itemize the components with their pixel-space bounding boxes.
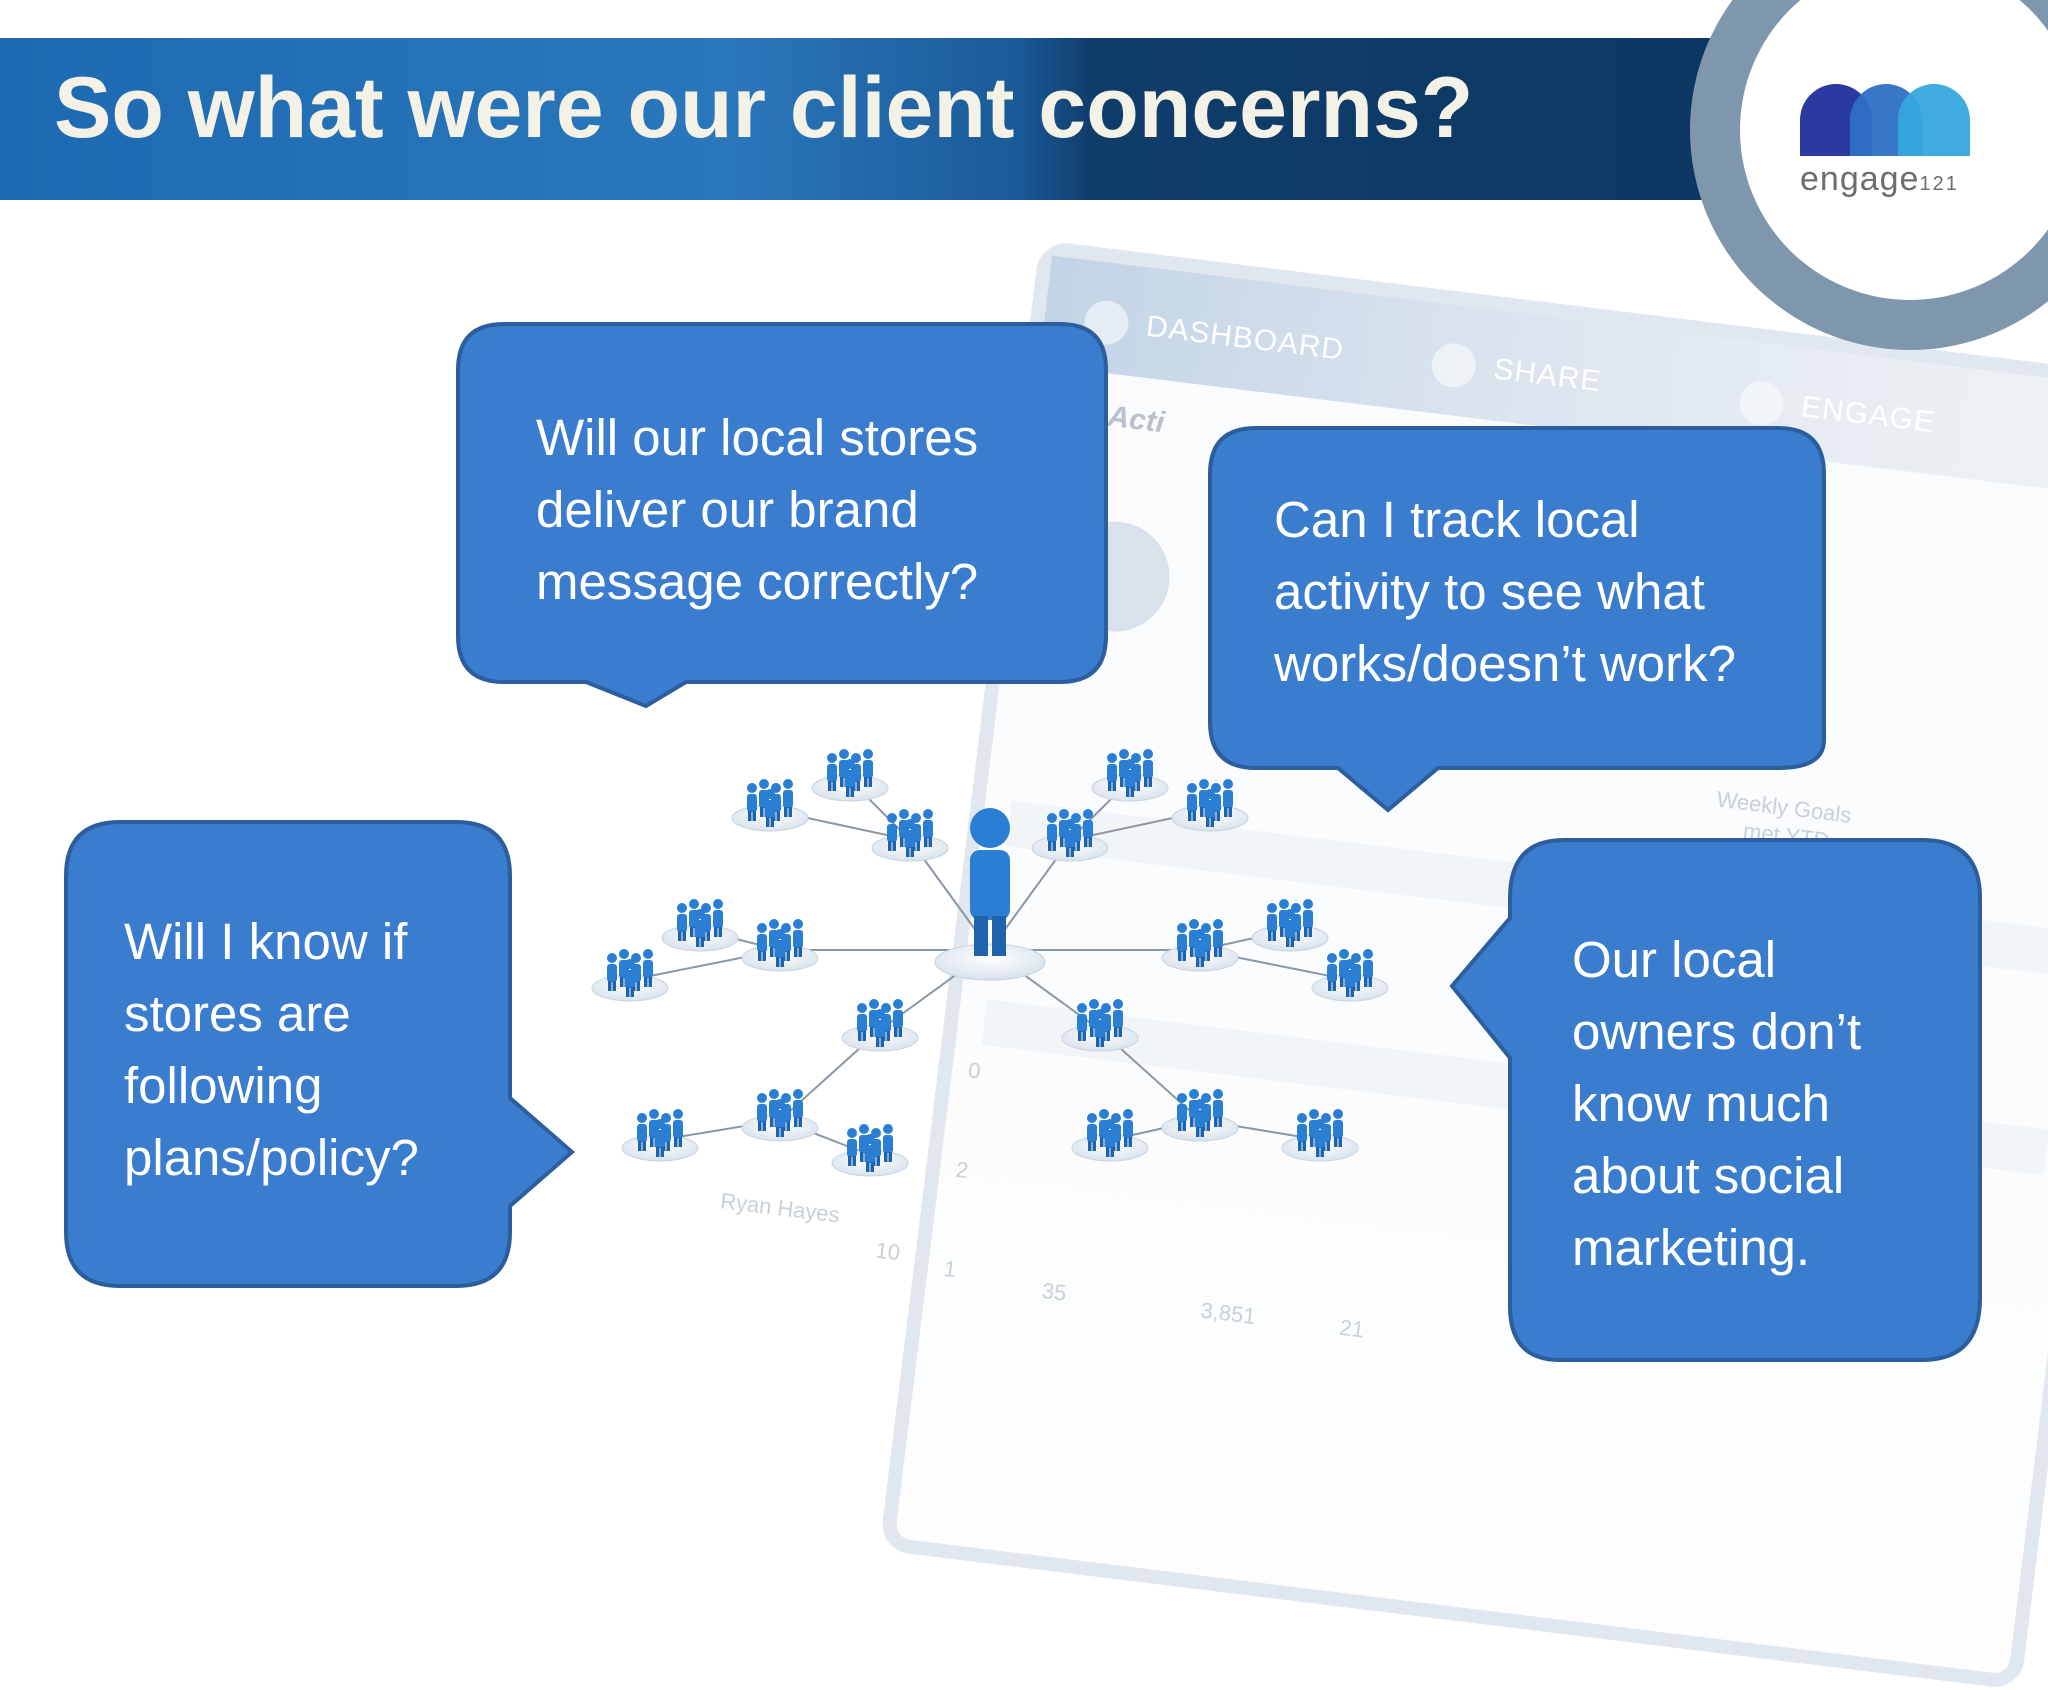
slide-title: So what were our client concerns?: [54, 60, 1474, 156]
speech-bubble-owners-knowledge: Our local owners don’t know much about s…: [1448, 836, 1984, 1366]
engage121-logo-icon: [1800, 84, 1970, 156]
bubble-line: Our local: [1572, 931, 1777, 988]
bubble-line: deliver our brand: [536, 481, 919, 538]
speech-bubble-track-activity: Can I track local activity to see what w…: [1206, 424, 1828, 814]
logo-wordmark: engage121: [1800, 160, 1959, 198]
speech-bubble-brand-message: Will our local stores deliver our brand …: [454, 320, 1110, 710]
people-network-illustration: [570, 700, 1410, 1220]
speech-bubble-shape: [1449, 838, 1982, 1362]
bubble-line: plans/policy?: [124, 1129, 419, 1186]
speech-bubble-shape: [64, 820, 576, 1288]
share-icon: [1429, 340, 1479, 390]
speech-bubble-shape: [456, 322, 1108, 709]
bubble-line: Will I know if: [124, 913, 408, 970]
bubble-line: Will our local stores: [536, 409, 979, 466]
value: 21: [1338, 1314, 1366, 1343]
bubble-line: marketing.: [1572, 1219, 1811, 1276]
bubble-line: activity to see what: [1274, 563, 1705, 620]
title-bar: [0, 38, 1820, 200]
bubble-line: about social: [1572, 1147, 1845, 1204]
value: 10: [874, 1237, 902, 1266]
bubble-line: Can I track local: [1274, 491, 1640, 548]
value: 35: [1040, 1278, 1068, 1306]
speech-bubble-shape: [1208, 426, 1826, 813]
bubble-line: message correctly?: [536, 553, 979, 610]
speech-bubble-following-plans: Will I know if stores are following plan…: [62, 818, 580, 1292]
bubble-line: stores are: [124, 985, 351, 1042]
dashboard-tab: DASHBOARD: [1081, 298, 1346, 373]
share-tab: SHARE: [1429, 340, 1603, 405]
chat-icon: [1736, 378, 1787, 428]
bubble-line: following: [124, 1057, 323, 1114]
bubble-line: works/doesn’t work?: [1274, 635, 1737, 692]
bubble-line: know much: [1572, 1075, 1830, 1132]
bubble-line: owners don’t: [1572, 1003, 1862, 1060]
